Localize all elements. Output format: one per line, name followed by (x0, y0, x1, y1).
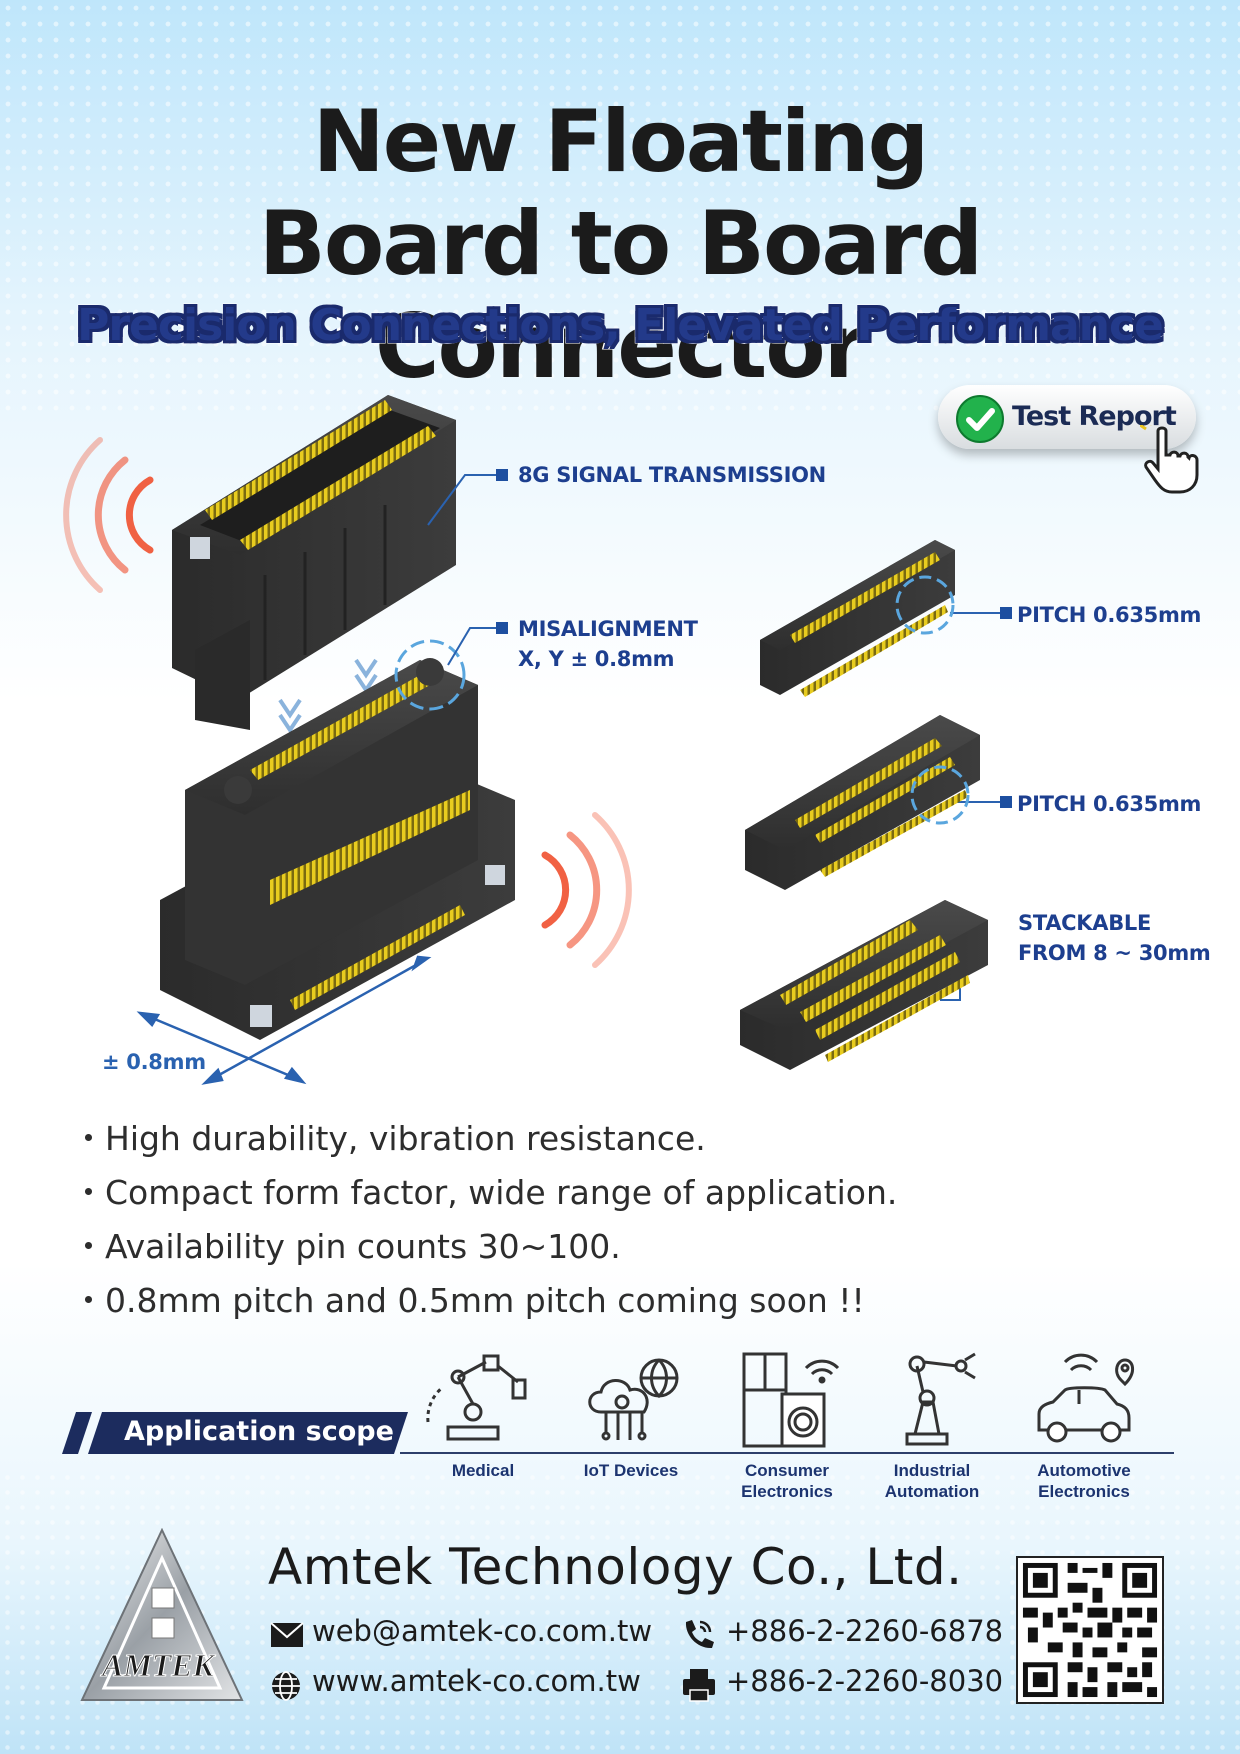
callout-pitch-2: PITCH 0.635mm (1017, 792, 1202, 816)
company-logo: AMTEK (80, 1528, 244, 1701)
website-link[interactable]: www.amtek-co.com.tw (312, 1664, 641, 1698)
application-industrial-automation: Industrial Automation (857, 1352, 1007, 1501)
qr-code-icon (1018, 1558, 1162, 1702)
application-label: Consumer (744, 1461, 830, 1480)
phone-icon (685, 1620, 714, 1649)
callout-pitch-1: PITCH 0.635mm (1017, 603, 1202, 627)
halftone-pattern-top (0, 0, 1240, 420)
test-report-label: Test Report (1012, 401, 1177, 432)
test-report-button[interactable]: Test Report (938, 385, 1196, 449)
qr-code[interactable] (1016, 1556, 1164, 1704)
globe-icon (272, 1671, 300, 1701)
feature-item: ・Compact form factor, wide range of appl… (72, 1173, 898, 1212)
callout-misalignment-value: X, Y ± 0.8mm (518, 647, 675, 671)
cloud-network-icon (588, 1358, 679, 1441)
pointer-hand-icon (1140, 425, 1199, 494)
feature-list: ・High durability, vibration resistance. … (72, 1112, 897, 1328)
application-label: IoT Devices (583, 1461, 679, 1480)
application-label: Medical (451, 1461, 515, 1480)
application-heading: Application scope (124, 1416, 394, 1447)
headline-line-2: Board to Board Connector (258, 192, 983, 398)
checkmark-icon (956, 395, 1004, 443)
email-link[interactable]: web@amtek-co.com.tw (312, 1614, 653, 1648)
company-name: Amtek Technology Co., Ltd. (268, 1538, 963, 1596)
callout-misalignment-title: MISALIGNMENT (518, 617, 698, 641)
callout-tolerance: ± 0.8mm (102, 1050, 206, 1074)
email-icon (270, 1622, 304, 1647)
application-consumer-electronics: Consumer Electronics (712, 1352, 862, 1501)
feature-item: ・Availability pin counts 30~100. (72, 1227, 621, 1266)
feature-item: ・0.8mm pitch and 0.5mm pitch coming soon… (72, 1281, 865, 1320)
fax-icon (683, 1669, 715, 1702)
robot-arm-icon (426, 1354, 527, 1441)
tagline: Precision Connections, Elevated Performa… (74, 297, 1168, 355)
phone-link[interactable]: +886-2-2260-6878 (726, 1614, 1004, 1648)
feature-item: ・High durability, vibration resistance. (72, 1119, 706, 1158)
callout-signal: 8G SIGNAL TRANSMISSION (518, 463, 826, 487)
application-iot: IoT Devices (556, 1352, 706, 1480)
industrial-robot-icon (905, 1352, 976, 1446)
callout-stackable-title: STACKABLE (1018, 911, 1152, 935)
connector-illustration (63, 395, 1012, 1085)
application-automotive-electronics: Automotive Electronics (1009, 1352, 1159, 1501)
application-medical: Medical (408, 1352, 558, 1480)
headline-line-1: New Floating (312, 92, 929, 192)
appliance-icon (742, 1352, 840, 1448)
callout-stackable-range: FROM 8 ~ 30mm (1018, 941, 1211, 965)
logo-wordmark: AMTEK (100, 1647, 217, 1683)
application-divider (400, 1452, 1174, 1454)
application-label: Industrial (893, 1461, 971, 1480)
application-label: Electronics (1038, 1482, 1130, 1501)
application-label: Automation (884, 1482, 980, 1501)
application-label: Automotive (1037, 1461, 1131, 1480)
fax-number: +886-2-2260-8030 (726, 1664, 1004, 1698)
application-label: Electronics (741, 1482, 833, 1501)
application-banner (62, 1412, 408, 1454)
connected-car-icon (1037, 1353, 1134, 1443)
